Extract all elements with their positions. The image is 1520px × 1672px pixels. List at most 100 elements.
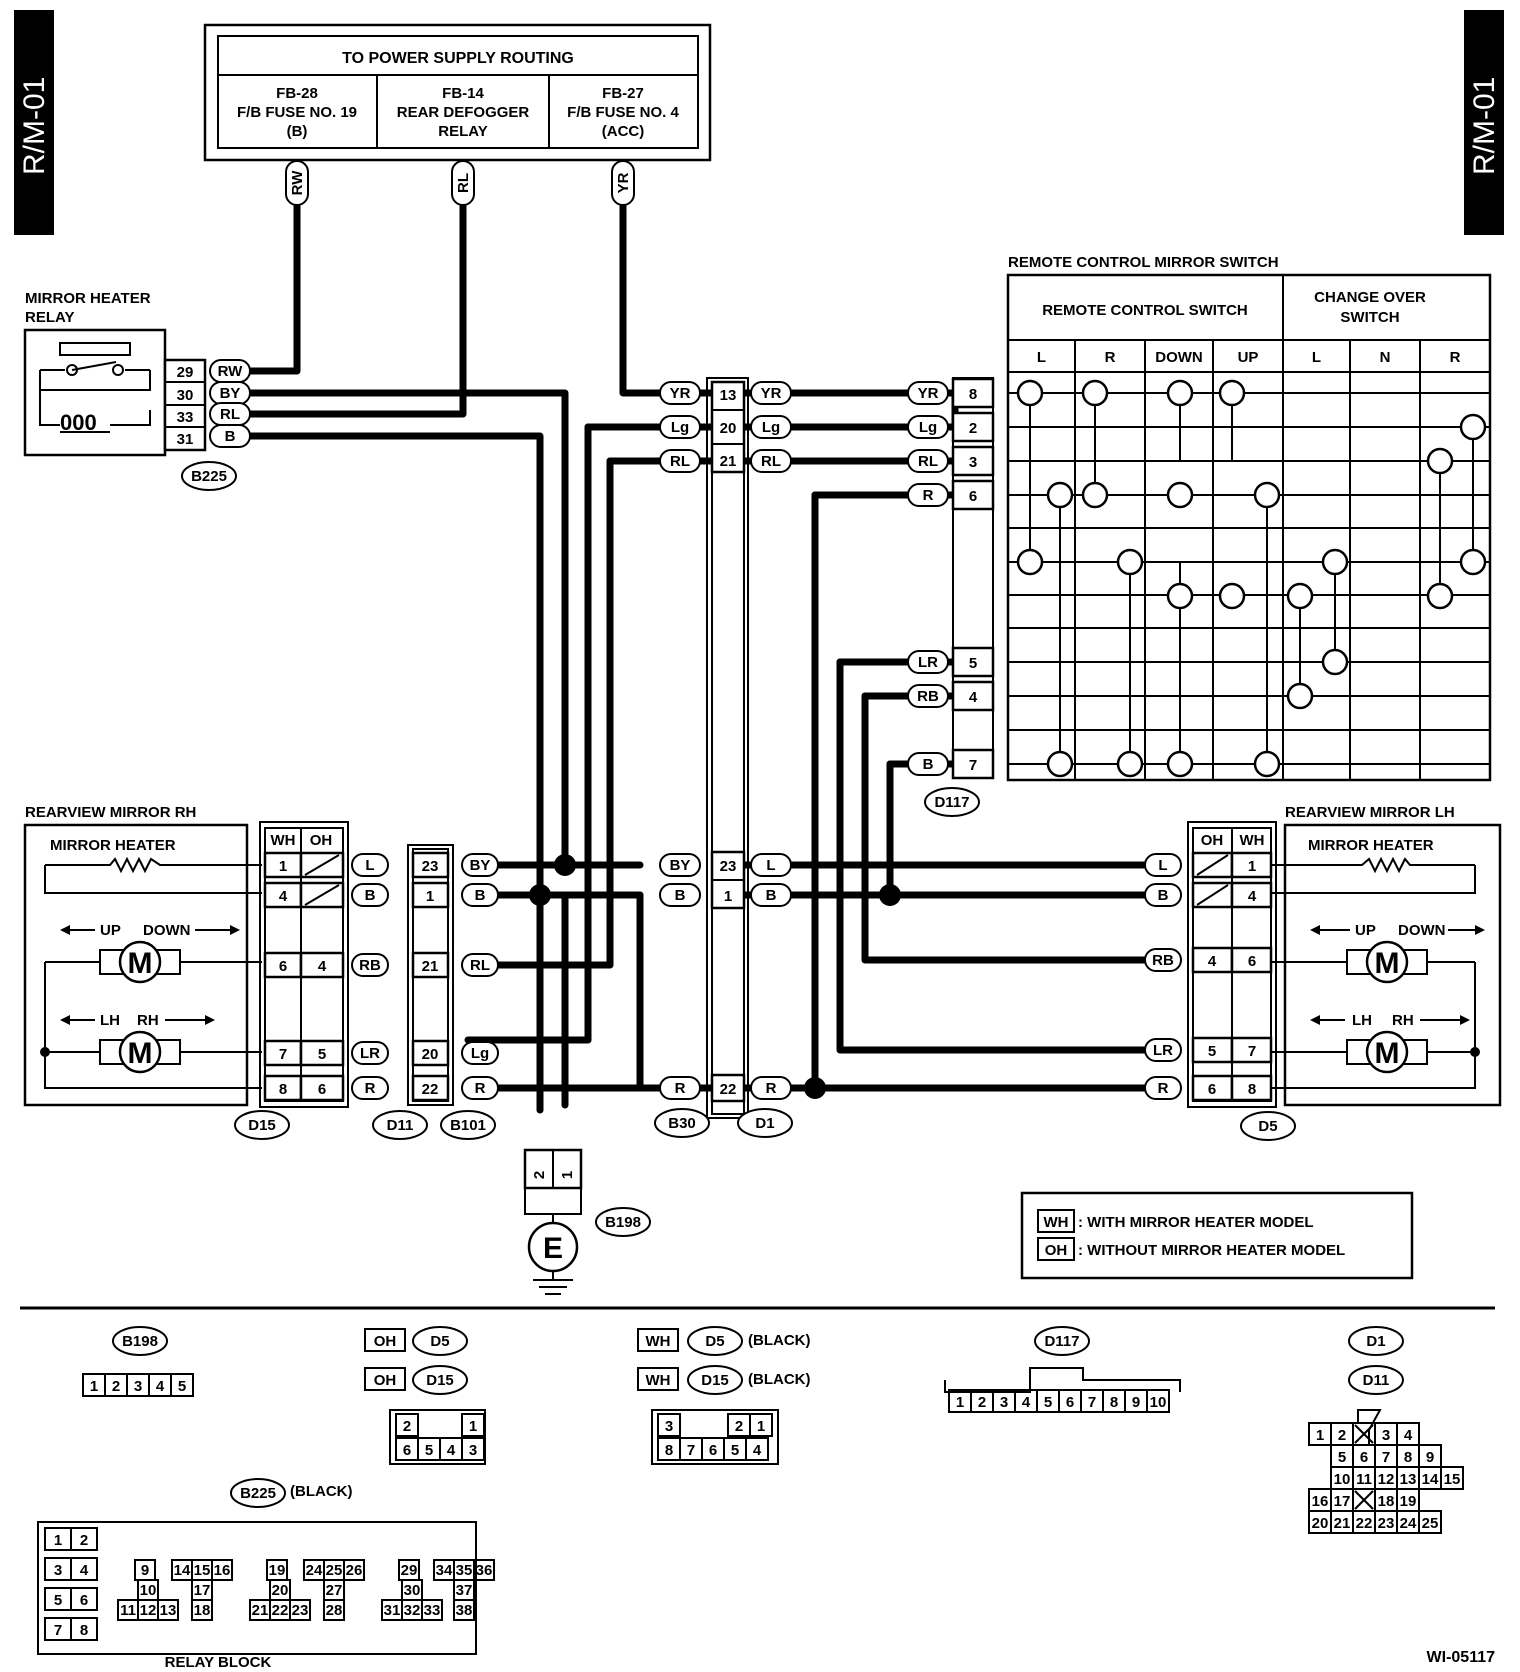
d5oh-pin: 1	[469, 1418, 477, 1435]
lh-wh-pin: 1	[1248, 858, 1256, 875]
d5wh-pin: 8	[665, 1442, 673, 1459]
d1-pin: 4	[1404, 1427, 1413, 1444]
wire-code-label: RL	[209, 402, 251, 426]
d1-pin: 22	[1356, 1515, 1373, 1532]
wire-code-label: R	[351, 1076, 389, 1100]
lh-oh-pin: 5	[1208, 1043, 1216, 1060]
relay-pin: 11	[120, 1602, 136, 1619]
relay-pin: 20	[272, 1582, 289, 1599]
d5wh-pin: 3	[665, 1418, 673, 1435]
switch-contact	[1426, 582, 1454, 610]
svg-text:OH: OH	[310, 832, 333, 849]
svg-text:SWITCH: SWITCH	[1340, 309, 1399, 326]
d117-pin: 9	[1132, 1394, 1140, 1411]
switch-contact	[1046, 750, 1074, 778]
d11-pin: 1	[426, 888, 434, 905]
relay-pin: 5	[54, 1592, 62, 1609]
d1-pin: 6	[1360, 1449, 1368, 1466]
d1-pin: 9	[1426, 1449, 1434, 1466]
d117-pin: 7	[1088, 1394, 1096, 1411]
svg-text:20: 20	[720, 420, 737, 437]
svg-text:BY: BY	[670, 857, 691, 874]
svg-text:B198: B198	[605, 1214, 641, 1231]
svg-text:WH: WH	[1240, 832, 1265, 849]
diagram-code: WI-05117	[1427, 1649, 1496, 1666]
switch-col-label: N	[1380, 349, 1391, 366]
svg-text:B: B	[225, 428, 236, 445]
remote-control-mirror-switch: REMOTE CONTROL MIRROR SWITCH REMOTE CONT…	[951, 254, 1492, 782]
wire-code-label: YR	[750, 381, 792, 405]
svg-text:L: L	[1158, 857, 1167, 874]
svg-text:000: 000	[60, 410, 97, 435]
svg-text:Lg: Lg	[471, 1045, 489, 1062]
connector-id-label: D5	[412, 1326, 468, 1356]
svg-text:OH: OH	[374, 1333, 397, 1350]
connector-id-label: D1	[1348, 1326, 1404, 1356]
connector-id-label: D5	[687, 1326, 743, 1356]
connector-id-label: B225	[230, 1478, 286, 1508]
relay-pin: 13	[160, 1602, 177, 1619]
svg-text:22: 22	[720, 1081, 737, 1098]
d1-pin: 7	[1382, 1449, 1390, 1466]
svg-text:RB: RB	[1152, 952, 1174, 969]
page-tab-left	[14, 10, 54, 235]
svg-text:WH: WH	[1044, 1214, 1069, 1231]
wire-code-label: RB	[907, 684, 949, 708]
wire-code-label: B	[351, 883, 389, 907]
svg-text:FB-27: FB-27	[602, 85, 644, 102]
svg-text:OH: OH	[374, 1372, 397, 1389]
d1-pin: 3	[1382, 1427, 1390, 1444]
junction-dots	[529, 854, 901, 1099]
relay-pin: 17	[194, 1582, 211, 1599]
svg-text:: WITHOUT MIRROR HEATER MODEL: : WITHOUT MIRROR HEATER MODEL	[1078, 1242, 1345, 1259]
switch-pin-number: 8	[969, 386, 977, 403]
svg-text:LR: LR	[360, 1045, 380, 1062]
d117-pin: 3	[1000, 1394, 1008, 1411]
wire-code-label: R	[907, 483, 949, 507]
relay-pin: 30	[404, 1582, 421, 1599]
relay-pin: 3	[54, 1562, 62, 1579]
wire-code-label: B	[659, 883, 701, 907]
svg-text:L: L	[766, 857, 775, 874]
relay-pin: 29	[401, 1562, 418, 1579]
svg-text:M: M	[128, 947, 153, 980]
switch-col-label: DOWN	[1155, 349, 1203, 366]
wire-code-label: Lg	[907, 415, 949, 439]
power-supply-box: TO POWER SUPPLY ROUTING FB-28 F/B FUSE N…	[203, 23, 712, 162]
svg-text:FB-14: FB-14	[442, 85, 484, 102]
svg-text:E: E	[543, 1232, 563, 1265]
svg-text:RB: RB	[359, 957, 381, 974]
lh-wh-pin: 8	[1248, 1081, 1256, 1098]
wire-code-label: YR	[611, 160, 635, 206]
wire-code-label: B	[209, 424, 251, 448]
relay-pin: 32	[404, 1602, 421, 1619]
switch-col-label: L	[1312, 349, 1321, 366]
relay-pin: 21	[252, 1602, 269, 1619]
svg-text:REMOTE CONTROL SWITCH: REMOTE CONTROL SWITCH	[1042, 302, 1248, 319]
svg-text:M: M	[1375, 1037, 1400, 1070]
svg-text:LH: LH	[100, 1012, 120, 1029]
switch-col-label: L	[1037, 349, 1046, 366]
svg-text:WH: WH	[646, 1333, 671, 1350]
rh-wh-pin: 1	[279, 858, 287, 875]
svg-text:RB: RB	[917, 688, 939, 705]
b198-pin: 5	[178, 1378, 186, 1395]
svg-text:RW: RW	[218, 363, 244, 380]
lh-wh-pin: 6	[1248, 953, 1256, 970]
relay-pin: 31	[384, 1602, 401, 1619]
lh-oh-pin: 4	[1208, 953, 1217, 970]
svg-text:B101: B101	[450, 1117, 486, 1134]
svg-text:B: B	[475, 887, 486, 904]
d5oh-pin: 5	[425, 1442, 433, 1459]
d117-pin: 1	[956, 1394, 964, 1411]
relay-pin: 36	[476, 1562, 493, 1579]
wire-code-label: YR	[907, 381, 949, 405]
switch-contact	[1166, 750, 1194, 778]
switch-contact	[1253, 481, 1281, 509]
page-tab-left-label: R/M-01	[18, 77, 51, 175]
d11-pin: 23	[422, 858, 439, 875]
ground-b198: 2 1 E	[523, 1148, 583, 1295]
svg-text:R: R	[365, 1080, 376, 1097]
